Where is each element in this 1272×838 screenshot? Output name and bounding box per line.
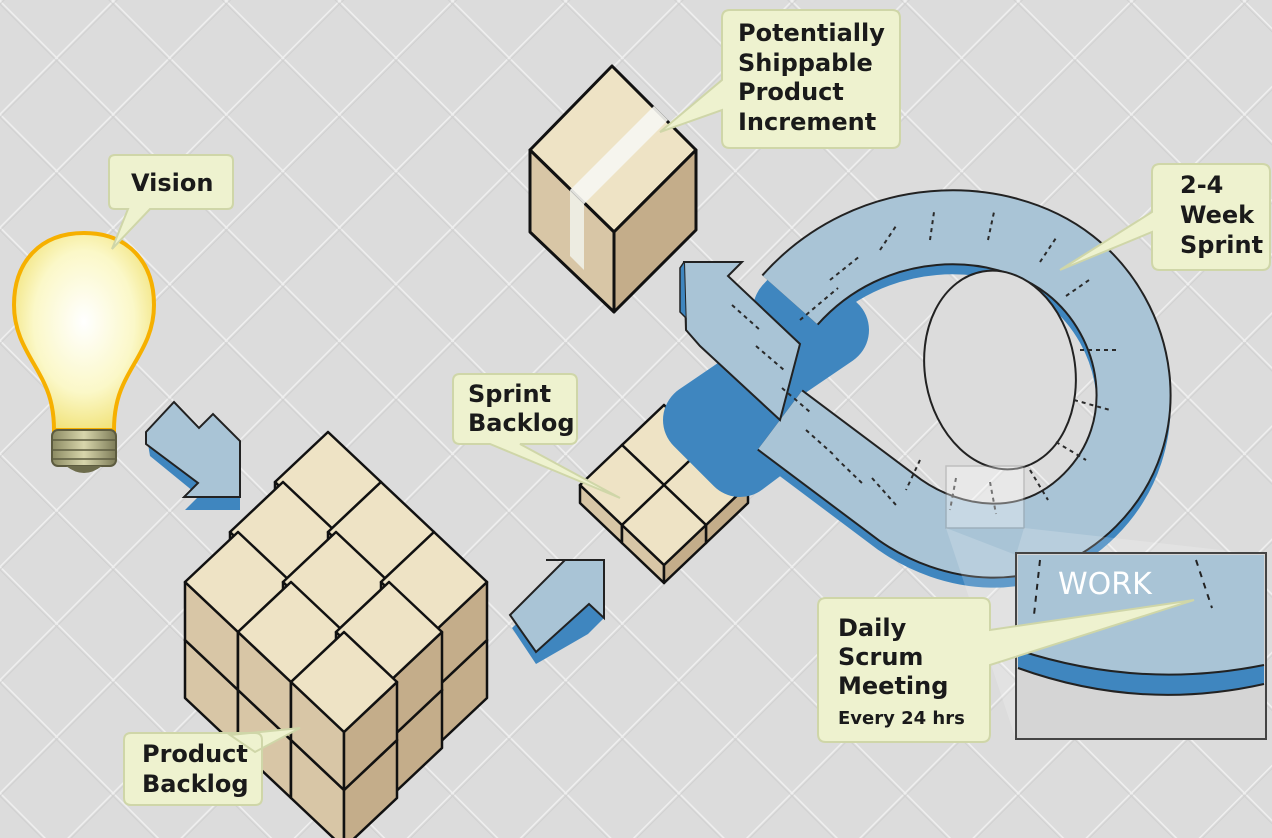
product-backlog-label: Product Backlog <box>142 740 256 798</box>
vision-label: Vision <box>131 169 213 197</box>
sprint-label: 2-4 Week Sprint <box>1180 171 1263 259</box>
light-bulb-icon <box>11 230 157 473</box>
sprint-backlog-stack <box>578 403 750 585</box>
arrow-backlog-to-sprint <box>508 559 605 664</box>
increment-label: Potentially Shippable Product Increment <box>738 19 893 136</box>
sprint-loop <box>663 189 1266 740</box>
product-backlog-stack <box>183 430 489 838</box>
sprint-backlog-cube <box>620 483 708 585</box>
increment-callout: Potentially Shippable Product Increment <box>659 9 901 149</box>
sprint-callout: 2-4 Week Sprint <box>1059 163 1271 271</box>
daily-scrum-label: Daily Scrum Meeting <box>838 614 948 700</box>
product-backlog-callout: Product Backlog <box>123 727 301 806</box>
work-label: WORK <box>1058 567 1153 602</box>
sprint-day-marks <box>731 211 1116 515</box>
daily-scrum-note: Every 24 hrs <box>838 708 965 729</box>
sprint-backlog-label: Sprint Backlog <box>468 380 575 437</box>
arrow-vision-to-backlog <box>145 400 241 510</box>
vision-callout: Vision <box>108 154 234 250</box>
daily-scrum-callout: Daily Scrum Meeting Every 24 hrs <box>817 597 1195 743</box>
backlog-cube <box>289 630 399 792</box>
shipping-box-icon <box>528 64 698 314</box>
work-zoom-panel: WORK <box>1015 552 1267 740</box>
sprint-backlog-callout: Sprint Backlog <box>452 373 621 499</box>
